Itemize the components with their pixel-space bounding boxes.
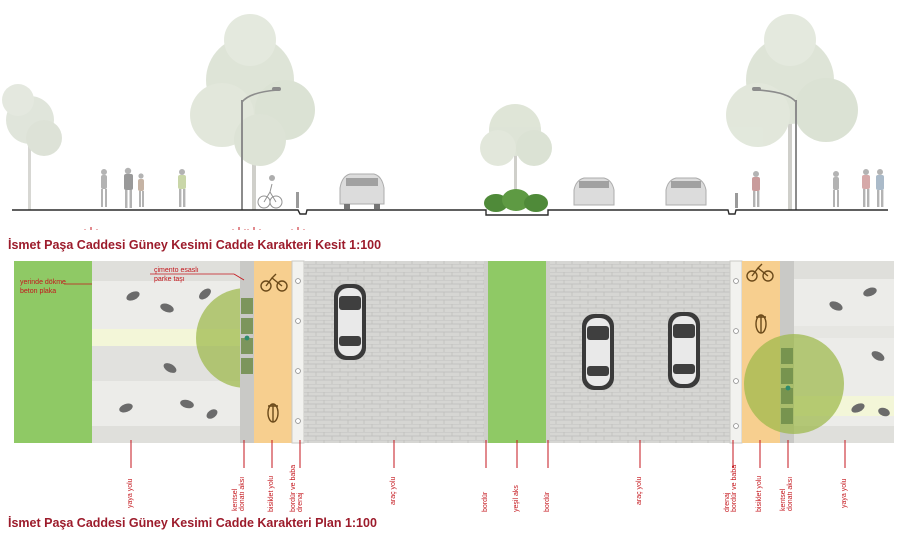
section-dimension-markers <box>84 227 305 230</box>
plan-title: İsmet Paşa Caddesi Güney Kesimi Cadde Ka… <box>8 516 377 530</box>
plan-tree-canopy-right <box>744 334 844 434</box>
median-shrubs <box>484 189 548 212</box>
label-left-furniture: kentsel donatı aksı <box>232 476 246 511</box>
label-median-curb-right: bordür <box>544 491 551 512</box>
tree-right-large <box>726 14 858 210</box>
label-left-sidewalk: yaya yolu <box>127 478 134 508</box>
car-plan-right-2 <box>668 312 700 388</box>
plan-left-curb <box>291 260 305 444</box>
label-left-bike: bisiklet yolu <box>268 475 275 512</box>
bollard-left <box>296 192 299 208</box>
bike-icon-right-top <box>746 263 774 282</box>
plan-left-slab <box>14 261 92 443</box>
section-title: İsmet Paşa Caddesi Güney Kesimi Cadde Ka… <box>8 238 382 252</box>
plan-median-curb-right <box>546 261 550 443</box>
bollard-right <box>735 193 738 208</box>
label-left-curb: bordür ve baba drenaj <box>290 464 304 512</box>
plan-pedestrians-right <box>829 287 890 417</box>
plan-median <box>488 261 546 443</box>
car-section-right-1 <box>573 177 615 206</box>
car-plan-left <box>334 284 366 360</box>
car-section-left <box>339 173 385 209</box>
label-right-curb: drenaj bordür ve baba <box>724 464 738 512</box>
legend-leader-lines <box>130 440 846 468</box>
street-plan-drawing <box>14 260 894 444</box>
cyclist-left <box>257 175 283 209</box>
bike-icon-right-mid <box>755 314 767 334</box>
callout-paver: çimento esaslı parke taşı <box>154 267 199 283</box>
plan-median-curb-left <box>484 261 488 443</box>
section-ground-line <box>12 209 888 216</box>
pedestrians-left <box>101 167 186 208</box>
plan-right-road <box>550 261 730 443</box>
label-median-curb-left: bordür <box>482 491 489 512</box>
label-right-furniture: kentsel donatı aksı <box>780 476 794 511</box>
label-left-road: araç yolu <box>390 476 397 505</box>
label-right-bike: bisiklet yolu <box>756 475 763 512</box>
label-right-road: araç yolu <box>636 476 643 505</box>
plan-left-road <box>304 261 484 443</box>
bike-icon-left-top <box>260 273 288 292</box>
pedestrians-right <box>752 169 884 207</box>
label-median: yeşil aks <box>513 485 520 512</box>
label-right-sidewalk: yaya yolu <box>841 478 848 508</box>
tree-left-edge <box>2 84 62 210</box>
plan-pedestrians-left <box>119 288 218 419</box>
tree-left-large <box>190 14 315 210</box>
tree-median <box>480 104 552 192</box>
car-plan-right-1 <box>582 314 614 390</box>
car-section-right-2 <box>665 177 707 206</box>
street-lamp-left <box>241 87 281 210</box>
callout-slab: yerinde dökme beton plaka <box>20 279 66 295</box>
street-section-drawing <box>2 14 888 230</box>
street-lamp-right <box>752 87 797 210</box>
bike-icon-left-bottom <box>267 403 279 423</box>
plan-right-curb <box>729 260 743 444</box>
